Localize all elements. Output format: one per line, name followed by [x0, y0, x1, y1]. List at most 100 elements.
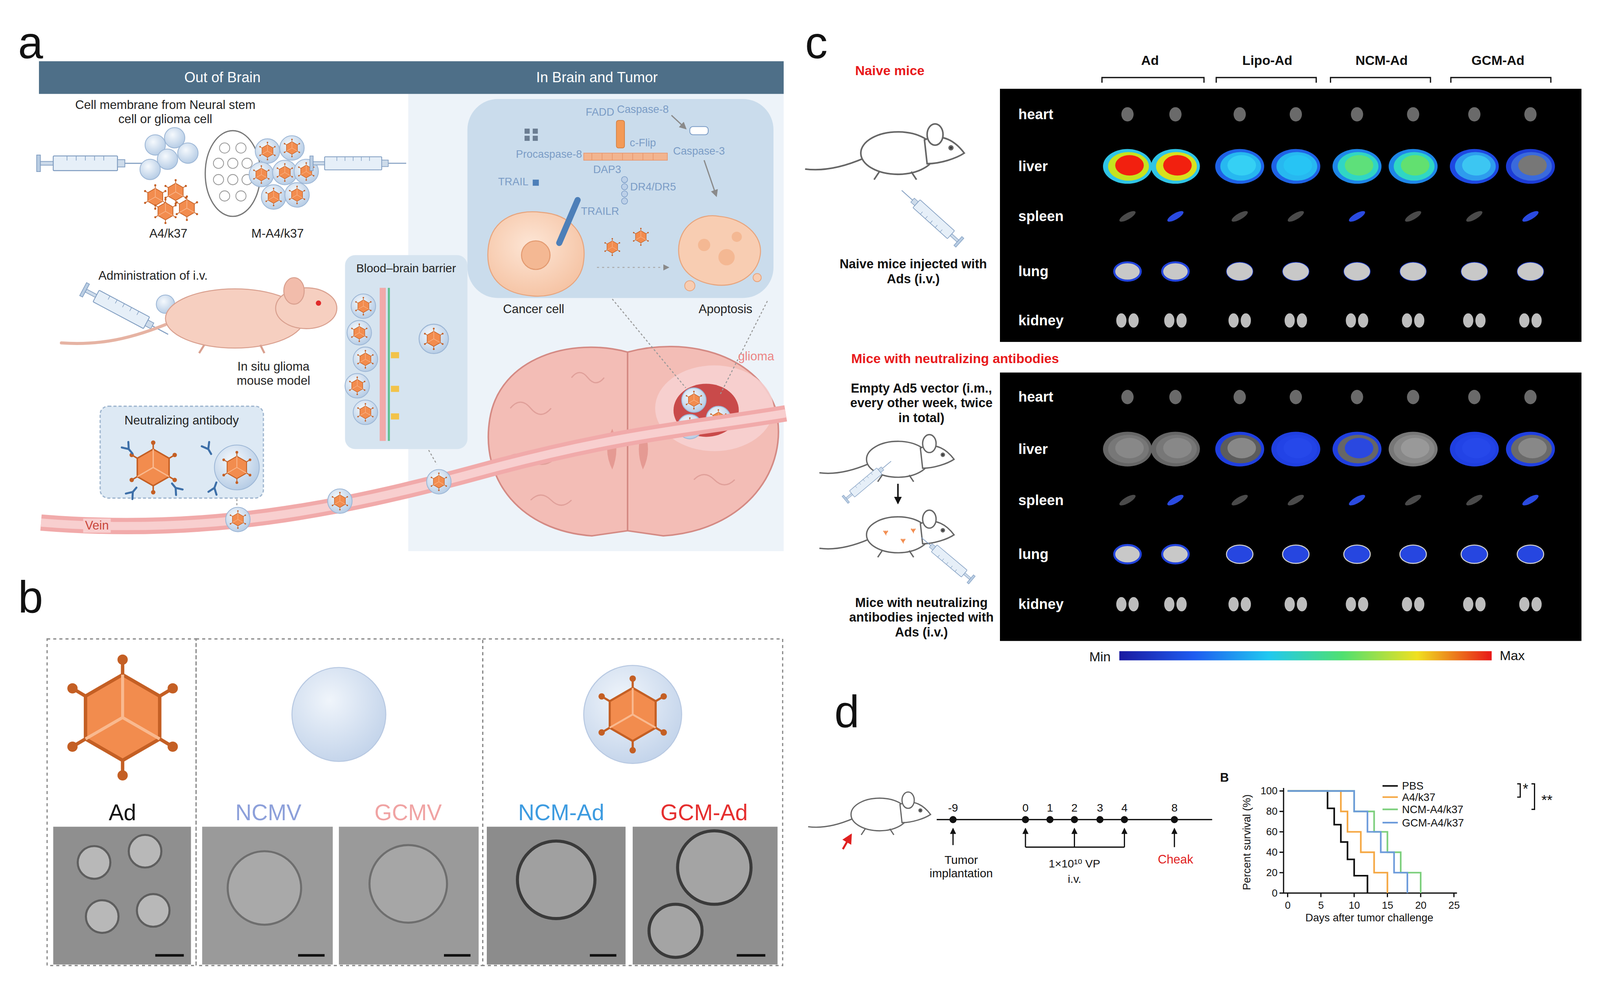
column-bracket: [1216, 77, 1317, 83]
organ-image: [1150, 149, 1201, 184]
organ-image: [1518, 437, 1547, 459]
treatment-timeline: [1046, 815, 1054, 823]
organ-image: [1102, 149, 1153, 184]
trail-pathway-illustration: [521, 240, 551, 270]
trail-pathway-illustration: [621, 176, 628, 183]
trail-pathway-illustration: [559, 200, 578, 244]
label-text: -9: [948, 800, 958, 814]
organ-image: [1276, 434, 1318, 464]
vein-and-brain: [225, 506, 251, 532]
trail-pathway-illustration: [621, 176, 628, 205]
trail-pathway-illustration: [704, 160, 717, 196]
label-text: 10: [1348, 899, 1361, 912]
treatment-timeline: [808, 791, 1212, 849]
organ-image: [1102, 106, 1555, 612]
node-text: Apoptosis: [698, 301, 753, 317]
organ-image: [1220, 434, 1262, 464]
label-text: c-Flip: [629, 136, 657, 150]
label-text: glioma: [738, 349, 775, 364]
trail-pathway-illustration: [524, 135, 530, 141]
label-text: Lipo-Ad: [1242, 52, 1293, 69]
organ-image: [1506, 431, 1556, 466]
node-shape: [999, 88, 1582, 342]
organ-image: [1403, 492, 1423, 508]
node-text: spleen: [1018, 491, 1064, 509]
trail-pathway-illustration: [524, 128, 538, 141]
color-scale-bar: [1119, 650, 1492, 660]
organ-image: [1163, 154, 1192, 176]
preparation-illustration: [227, 158, 238, 169]
blood-brain-barrier-illustration: [387, 287, 390, 441]
organ-image: [1215, 431, 1265, 466]
label-text: **: [1541, 791, 1553, 809]
trail-pathway-illustration: [596, 266, 669, 268]
preparation-illustration: [227, 174, 238, 185]
label-text: Caspase-8: [616, 103, 669, 116]
organ-image: [1414, 313, 1425, 328]
tem-micrograph: [632, 826, 778, 964]
legend-line: [1382, 784, 1398, 787]
treatment-timeline: [1073, 828, 1076, 847]
tem-micrograph: [227, 850, 302, 925]
mouse-schematic: [883, 530, 888, 534]
organ-image: [1282, 262, 1310, 281]
survival-curve: [1287, 785, 1421, 893]
organ-image: [1520, 492, 1540, 508]
panel-letter: c: [804, 16, 828, 69]
treatment-timeline: [952, 828, 954, 846]
node-text: kidney: [1018, 312, 1064, 329]
glioma-mouse: [61, 277, 337, 354]
label-text: 0: [1272, 887, 1278, 899]
mouse-schematic: [897, 483, 899, 503]
structure-icons: [598, 675, 667, 754]
node-text: lung: [1018, 263, 1049, 280]
organ-image: [1116, 596, 1127, 612]
label-text: Max: [1499, 647, 1525, 663]
organ-image: [1283, 437, 1313, 459]
label-text: Empty Ad5 vector (i.m., every other week…: [845, 381, 997, 426]
label-text: 15: [1381, 899, 1394, 912]
organ-image: [1401, 596, 1413, 612]
label-text: Naive mice: [855, 62, 925, 79]
preparation-illustration: [235, 142, 247, 153]
treatment-timeline: [953, 828, 1175, 847]
label-text: Ad: [1141, 52, 1159, 69]
organ-image: [1464, 492, 1484, 508]
label-text: GCM-Ad: [1471, 52, 1525, 69]
tem-micrograph: [85, 899, 119, 933]
node-text: liver: [1018, 158, 1048, 175]
preparation-illustration: [219, 142, 230, 153]
organ-image: [1286, 492, 1306, 508]
panel-box: Neutralizing antibody: [99, 406, 264, 499]
label-text: 20: [1415, 899, 1427, 912]
tem-micrograph: [128, 834, 162, 868]
organ-image: [1347, 209, 1367, 224]
structure-icons: [583, 665, 682, 764]
node-shape: [467, 99, 774, 299]
tem-micrograph: [486, 826, 626, 964]
treatment-timeline: [808, 791, 931, 835]
organ-image: [1114, 262, 1141, 281]
label-text: Tumor implantation: [924, 852, 998, 881]
preparation-illustration: [272, 160, 297, 185]
panel-box: NCM-AdGCM-Ad: [482, 638, 783, 965]
node-text: Out of Brain: [184, 69, 261, 86]
preparation-illustration: [154, 198, 177, 225]
preparation-illustration: [213, 174, 224, 185]
organ-image: [1511, 152, 1553, 181]
organ-image: [1117, 492, 1137, 508]
organ-image: [1150, 431, 1201, 466]
blood-brain-barrier-illustration: [428, 449, 437, 464]
trail-pathway-illustration: [753, 273, 762, 282]
organ-image: [1227, 437, 1257, 459]
node-text: In Brain and Tumor: [536, 69, 658, 86]
tem-micrograph: [649, 904, 703, 958]
tem-micrograph: [298, 953, 325, 956]
treatment-timeline: [1025, 846, 1125, 848]
trail-pathway-illustration: [671, 115, 686, 129]
preparation-illustration: [177, 142, 199, 164]
preparation-illustration: [164, 178, 187, 205]
neutralizing-antibody-illustration: [121, 441, 136, 456]
node-text: lung: [1018, 545, 1049, 563]
